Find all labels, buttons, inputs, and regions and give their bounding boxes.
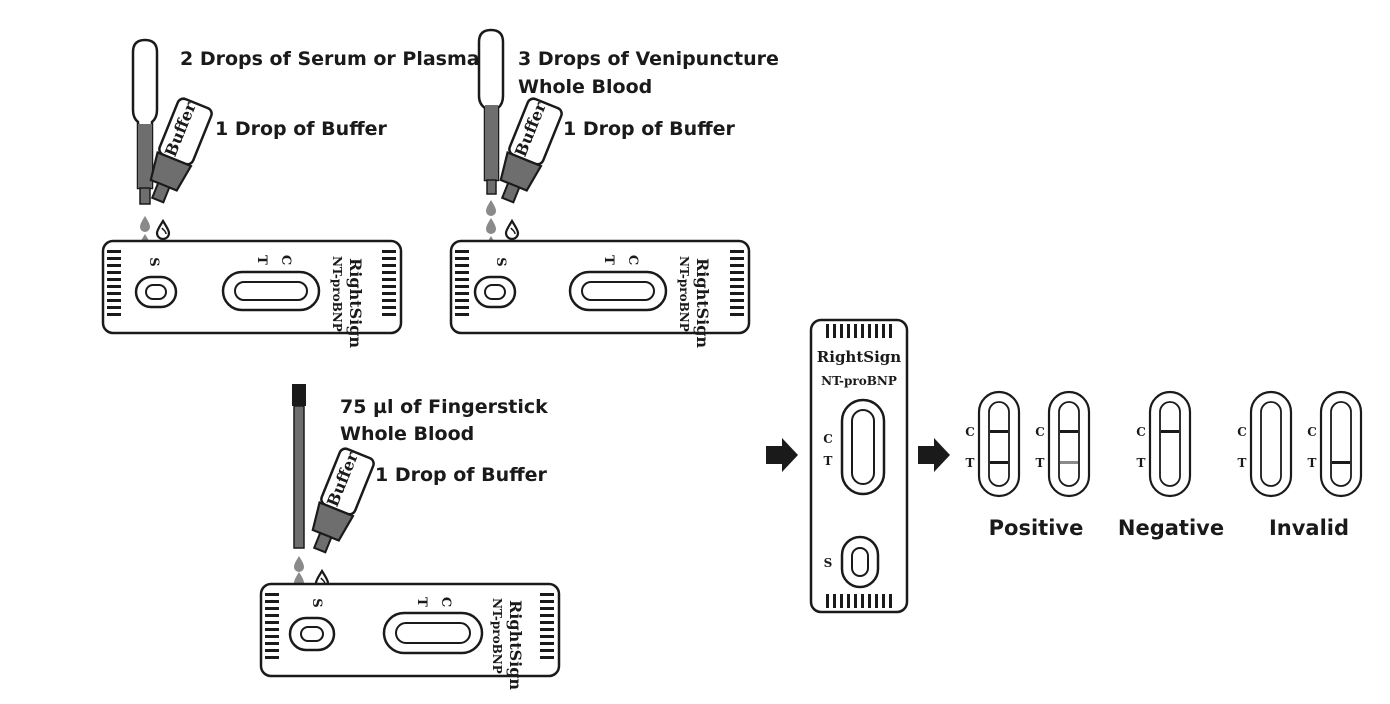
control-line xyxy=(1060,430,1078,433)
pipette-icon xyxy=(477,28,505,195)
sample-mark: S xyxy=(146,257,161,266)
serum-buffer-label: 1 Drop of Buffer xyxy=(215,118,387,140)
fingerstick-sample-label-2: Whole Blood xyxy=(340,423,474,445)
buffer-dropper-icon: Buffer xyxy=(311,447,375,554)
product-name: NT-proBNP xyxy=(330,256,344,332)
test-mark: T xyxy=(414,597,429,607)
drop-icon xyxy=(486,218,496,234)
result-label-invalid: Invalid xyxy=(1269,516,1349,540)
test-line xyxy=(990,461,1008,464)
result-window-positive-faint: C T xyxy=(1035,390,1091,498)
test-line-faint xyxy=(1060,461,1078,464)
arrow-right-icon xyxy=(918,438,950,472)
product-name: NT-proBNP xyxy=(821,374,897,388)
control-mark: C xyxy=(438,597,453,607)
test-mark: T xyxy=(1308,456,1317,470)
result-label-positive: Positive xyxy=(989,516,1084,540)
test-cassette: S T C RightSign NT-proBNP xyxy=(101,239,403,348)
control-mark: C xyxy=(823,432,833,446)
product-name: NT-proBNP xyxy=(677,256,691,332)
drop-icon xyxy=(486,200,496,216)
capillary-tube-icon xyxy=(292,384,306,549)
sample-mark: S xyxy=(309,598,324,607)
test-cassette: S T C RightSign NT-proBNP xyxy=(449,239,751,348)
brand-logo: RightSign xyxy=(693,258,712,348)
product-name: NT-proBNP xyxy=(490,598,504,674)
serum-sample-label: 2 Drops of Serum or Plasma xyxy=(180,48,480,70)
panel-fingerstick: Buffer 75 µl of Fingerstick Whole Blood … xyxy=(259,384,561,690)
drop-icon xyxy=(504,219,520,241)
test-mark: T xyxy=(254,255,269,265)
drop-icon xyxy=(140,216,150,232)
venipuncture-sample-label-1: 3 Drops of Venipuncture xyxy=(518,48,779,70)
test-mark: T xyxy=(1137,456,1146,470)
panel-serum-plasma: Buffer 2 Drops of Serum or Plasma 1 Drop… xyxy=(101,38,480,348)
test-cassette: S T C RightSign NT-proBNP xyxy=(259,582,561,690)
test-mark: T xyxy=(1238,456,1247,470)
control-mark: C xyxy=(1237,425,1247,439)
buffer-dropper-icon: Buffer xyxy=(499,97,563,204)
sample-mark: S xyxy=(493,257,508,266)
control-line xyxy=(990,430,1008,433)
sample-mark: S xyxy=(824,556,833,570)
result-window-negative: C T xyxy=(1136,390,1192,498)
result-label-negative: Negative xyxy=(1118,516,1224,540)
control-mark: C xyxy=(625,255,640,265)
result-window-invalid-test-only: C T xyxy=(1307,390,1363,498)
control-line xyxy=(1161,430,1179,433)
venipuncture-buffer-label: 1 Drop of Buffer xyxy=(563,118,735,140)
brand-logo: RightSign xyxy=(506,600,525,690)
fingerstick-buffer-label: 1 Drop of Buffer xyxy=(375,464,547,486)
fingerstick-sample-label-1: 75 µl of Fingerstick xyxy=(340,396,548,418)
control-mark: C xyxy=(1035,425,1045,439)
test-mark: T xyxy=(966,456,975,470)
brand-logo: RightSign xyxy=(817,348,902,366)
test-mark: T xyxy=(824,454,833,468)
test-mark: T xyxy=(601,255,616,265)
drop-icon xyxy=(294,556,304,572)
drop-icon xyxy=(155,219,171,241)
control-mark: C xyxy=(965,425,975,439)
result-window-positive-strong: C T xyxy=(965,390,1021,498)
control-mark: C xyxy=(1307,425,1317,439)
test-line xyxy=(1332,461,1350,464)
arrow-right-icon xyxy=(766,438,798,472)
test-mark: T xyxy=(1036,456,1045,470)
control-mark: C xyxy=(278,255,293,265)
pipette-icon xyxy=(131,38,159,205)
buffer-dropper-icon: Buffer xyxy=(149,97,213,204)
panel-venipuncture: Buffer 3 Drops of Venipuncture Whole Blo… xyxy=(449,28,779,348)
brand-logo: RightSign xyxy=(346,258,365,348)
result-window-invalid-empty: C T xyxy=(1237,390,1293,498)
vertical-test-cassette: RightSign NT-proBNP C T S xyxy=(809,318,909,614)
control-mark: C xyxy=(1136,425,1146,439)
results-panel: C T C T C T C T xyxy=(965,390,1363,540)
venipuncture-sample-label-2: Whole Blood xyxy=(518,76,652,98)
